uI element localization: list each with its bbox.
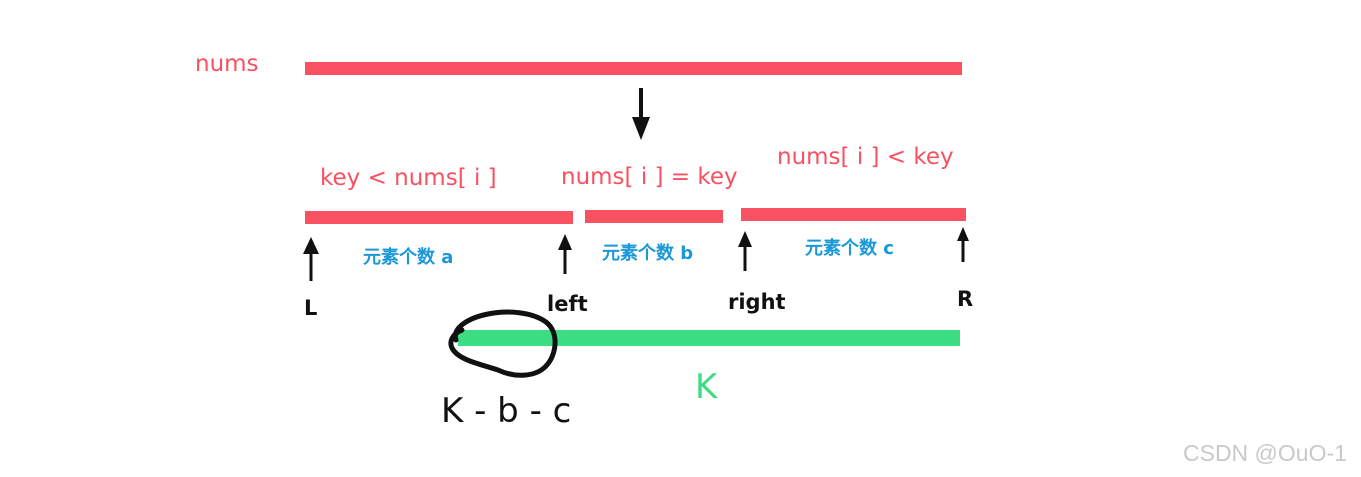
partition-bar-greater	[305, 211, 573, 224]
count-a-label: 元素个数 a	[363, 247, 454, 268]
nums-bar	[305, 62, 962, 75]
nums-label: nums	[195, 51, 259, 77]
up-arrow-L-icon	[303, 237, 319, 281]
right-condition-label: nums[ i ] < key	[777, 144, 954, 170]
partition-bar-less	[741, 208, 966, 221]
up-arrow-left-icon	[558, 234, 572, 274]
k-label: K	[695, 367, 718, 407]
count-b-label: 元素个数 b	[602, 243, 694, 264]
pointer-L-label: L	[304, 296, 318, 320]
pointer-right-label: right	[728, 290, 786, 314]
hand-drawn-circle	[448, 309, 558, 378]
up-arrow-right-icon	[738, 231, 752, 271]
count-c-label: 元素个数 c	[805, 238, 894, 259]
partition-bar-equal	[585, 210, 723, 223]
left-condition-label: key < nums[ i ]	[320, 165, 497, 191]
formula-label: K - b - c	[441, 391, 572, 431]
watermark: CSDN @OuO-1	[1183, 440, 1347, 466]
pointer-R-label: R	[957, 287, 974, 311]
up-arrow-R-icon	[957, 227, 969, 262]
k-bar	[458, 330, 960, 346]
middle-condition-label: nums[ i ] = key	[561, 164, 738, 190]
down-arrow-icon	[632, 88, 650, 140]
pointer-left-label: left	[547, 292, 588, 316]
